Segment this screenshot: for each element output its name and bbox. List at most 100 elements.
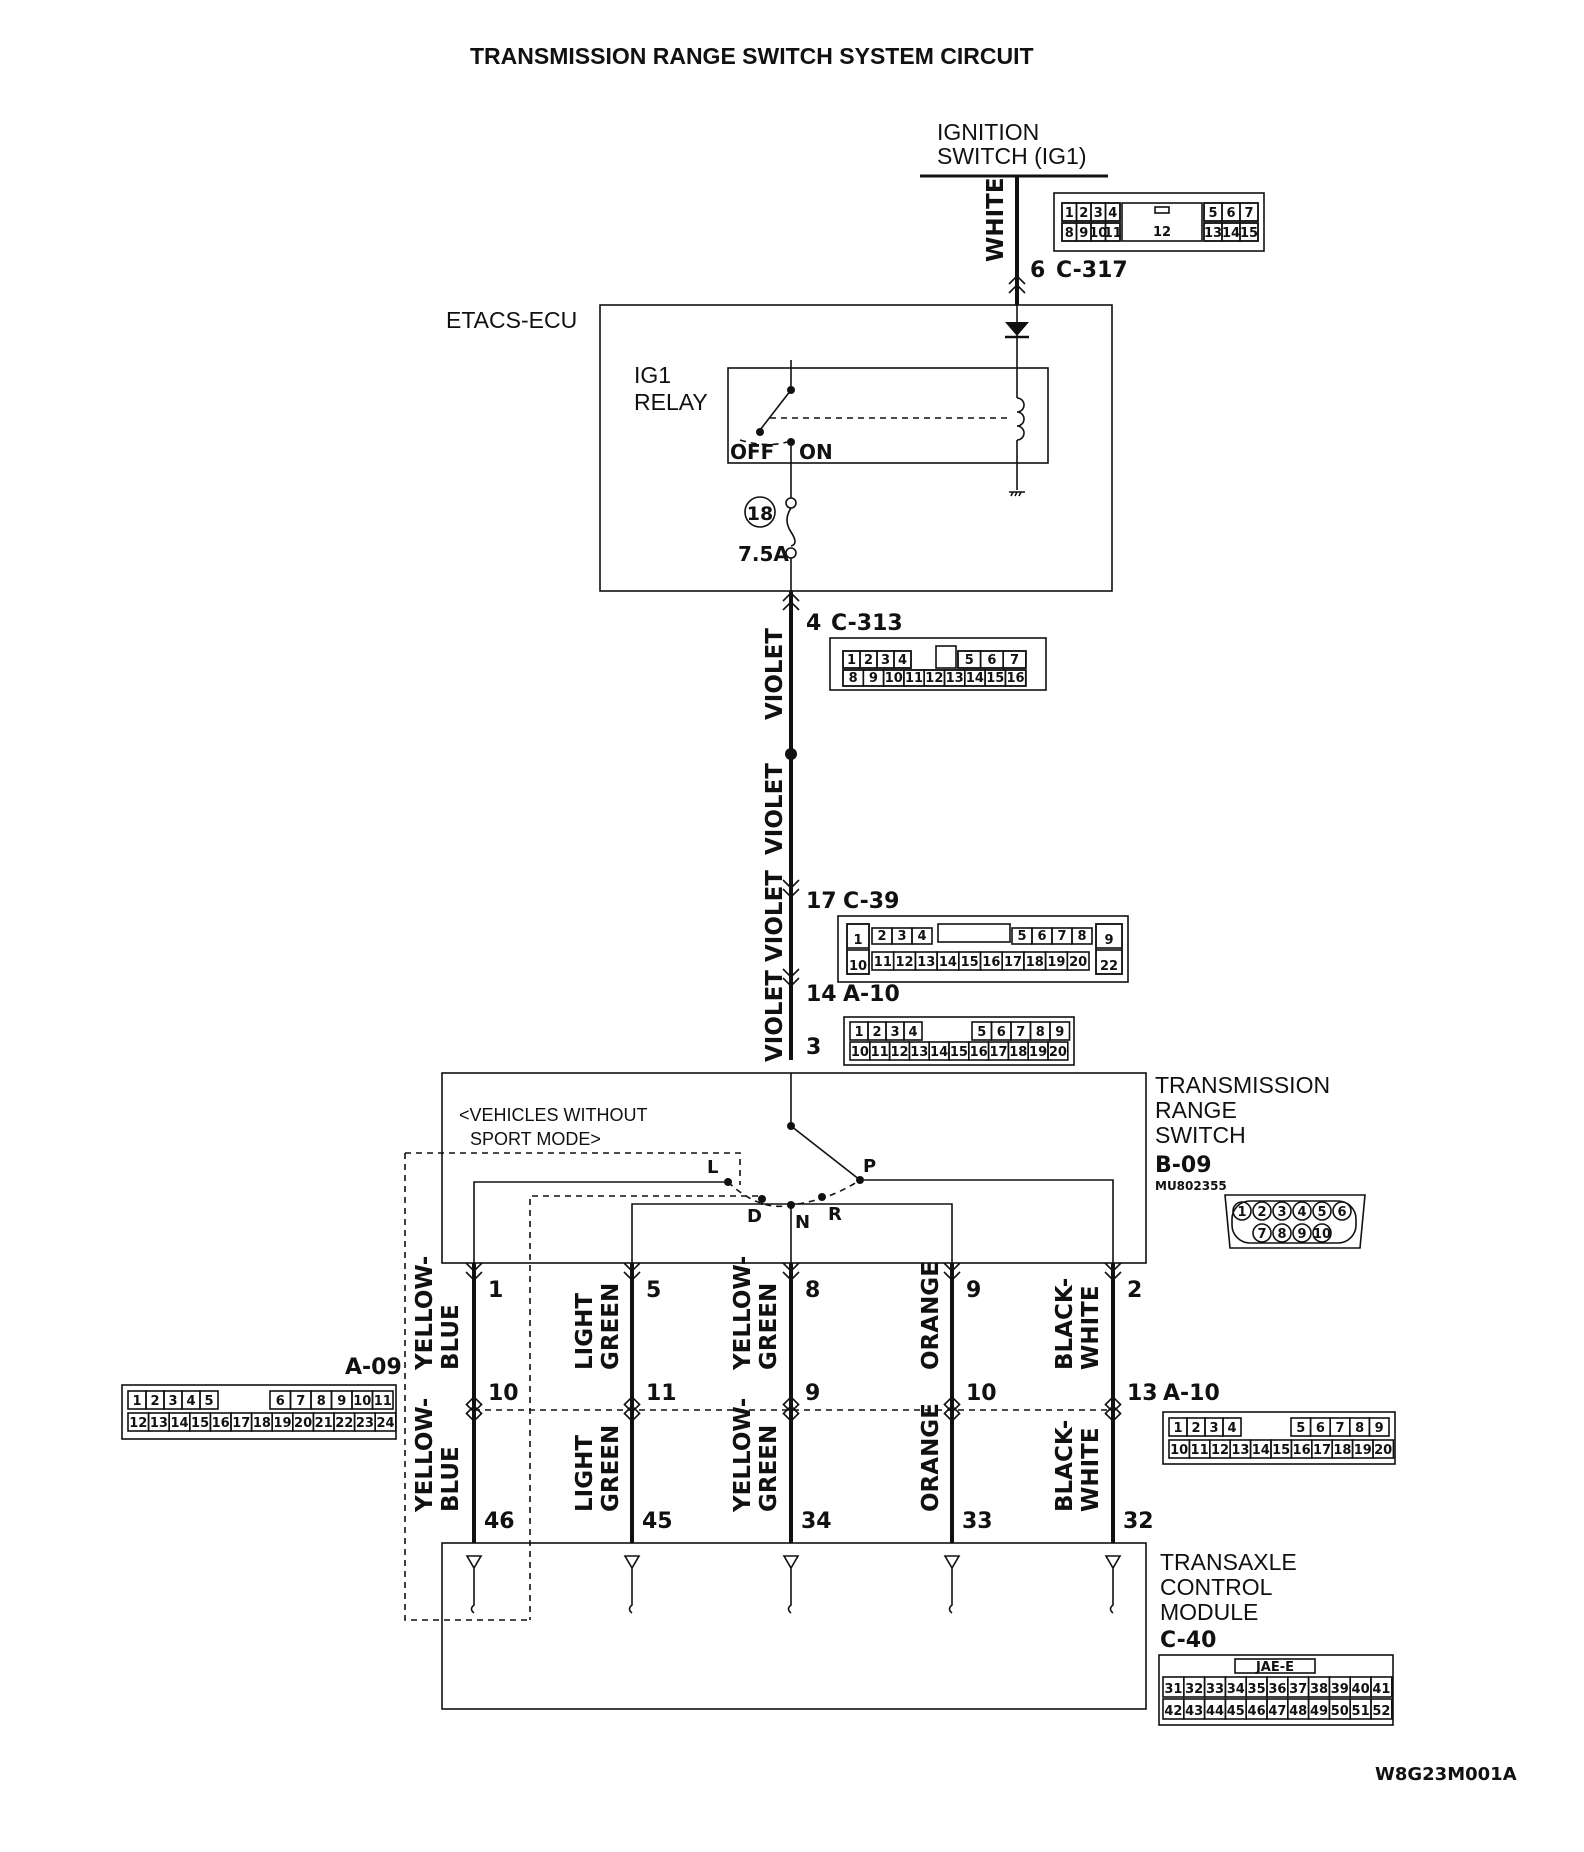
b09-bottom-pin-circle <box>1312 1223 1332 1243</box>
c313-bottom-cell: 16 <box>1007 671 1025 686</box>
tcm-connector: C-40 <box>1160 1628 1216 1653</box>
figure-code: W8G23M001A <box>1375 1764 1517 1785</box>
c317-bottom-cell: 15 <box>1240 226 1258 241</box>
connector-terminal-mark <box>943 1395 961 1415</box>
relay-on-label: ON <box>799 440 833 464</box>
c313-top-cell: 7 <box>1010 653 1019 668</box>
tcm-pin-46: 46 <box>484 1509 515 1534</box>
c317-top-cell: 2 <box>1079 206 1088 221</box>
c39-top-cell-box <box>1095 923 1123 949</box>
trs-pos-d: D <box>747 1206 762 1227</box>
tcm-box <box>441 1542 1147 1710</box>
a10-mid-top-cell: 6 <box>1316 1421 1325 1436</box>
a09-bottom-cell: 12 <box>129 1416 147 1431</box>
violet-label-4: VIOLET <box>762 970 788 1062</box>
c317-top-cell: 5 <box>1208 206 1217 221</box>
c39-bottom-cell-box <box>1095 949 1123 975</box>
violet-label-1: VIOLET <box>762 628 788 720</box>
trs-input-pin: 3 <box>806 1035 821 1060</box>
c39-bottom-cell: 18 <box>1026 955 1044 970</box>
connector-terminal-mark <box>465 1403 483 1423</box>
c39-bottom-cell: 22 <box>1100 959 1118 974</box>
connector-terminal-mark <box>943 1262 961 1282</box>
trs-note-1: <VEHICLES WITHOUT <box>459 1105 648 1125</box>
c317-bottom-cell: 14 <box>1222 226 1240 241</box>
a10-top-top-cell: 2 <box>872 1025 881 1040</box>
b09-top-pin-circle <box>1272 1201 1292 1221</box>
a10-mid-bottom-cell: 17 <box>1313 1443 1331 1458</box>
c317-top-cell: 3 <box>1094 206 1103 221</box>
c39-bottom-cell: 16 <box>982 955 1000 970</box>
wire-label-lg-4: GREEN <box>598 1425 624 1512</box>
c317-top-cell: 1 <box>1065 206 1074 221</box>
a10-mid-bottom-cell: 18 <box>1333 1443 1351 1458</box>
relay-on-contact <box>787 438 795 446</box>
c40-top-cell: 32 <box>1185 1682 1203 1697</box>
a10-mid-top-cell: 1 <box>1173 1421 1182 1436</box>
b09-top-pin: 2 <box>1257 1205 1266 1220</box>
wire-label-lg-2: GREEN <box>598 1283 624 1370</box>
b09-top-pin-circle <box>1252 1201 1272 1221</box>
c40-bottom-cell: 47 <box>1268 1704 1286 1719</box>
connector-terminal-mark <box>1104 1403 1122 1423</box>
tcm-connector-face <box>1158 1654 1394 1726</box>
fuse-element <box>786 507 796 547</box>
trs-contact-d <box>758 1195 766 1203</box>
wire-label-yb-2: BLUE <box>438 1304 464 1370</box>
c317-connector-face: 12 <box>1053 192 1265 252</box>
c317-connector-mark <box>1008 274 1026 294</box>
sport-mode-dashed-outline <box>404 1152 741 1621</box>
a10-top-top-cell-box <box>903 1021 923 1041</box>
a10-top-bottom-cell: 12 <box>890 1045 908 1060</box>
c40-top-cell: 39 <box>1331 1682 1349 1697</box>
a10-top-bottom-cell: 10 <box>851 1045 869 1060</box>
c40-bottom-cell: 45 <box>1227 1704 1245 1719</box>
c313-connector-mark <box>782 591 800 611</box>
c40-top-cell: 36 <box>1268 1682 1286 1697</box>
wire-label-lg-3: LIGHT <box>572 1435 598 1512</box>
tcm-input-terminal <box>1104 1555 1122 1614</box>
c39-bottom-cell: 15 <box>961 955 979 970</box>
a10-mid-top-cell: 2 <box>1191 1421 1200 1436</box>
fuse-number-circle <box>744 496 776 528</box>
trs-pin-2: 2 <box>1127 1278 1142 1303</box>
c39-top-cell: 8 <box>1077 929 1086 944</box>
b09-bottom-pin: 9 <box>1297 1227 1306 1242</box>
b09-top-pin: 4 <box>1297 1205 1306 1220</box>
tcm-input-terminal <box>465 1555 483 1614</box>
a10-mid-top-cell: 7 <box>1335 1421 1344 1436</box>
a09-bottom-cell: 13 <box>150 1416 168 1431</box>
wire-label-yg-3: YELLOW- <box>730 1398 756 1513</box>
a10-mid-top-cell: 8 <box>1355 1421 1364 1436</box>
trs-label-2: RANGE <box>1155 1097 1237 1123</box>
trs-d-wire <box>529 1195 758 1620</box>
c40-top-cell: 31 <box>1164 1682 1182 1697</box>
c40-top-cell: 40 <box>1352 1682 1370 1697</box>
a10-mid-bottom-cell: 13 <box>1231 1443 1249 1458</box>
relay-off-label: OFF <box>730 440 774 464</box>
c40-top-cell: 38 <box>1310 1682 1328 1697</box>
c313-bottom-cell: 9 <box>869 671 878 686</box>
a09-connector-face <box>121 1384 397 1440</box>
c40-bottom-cell: 52 <box>1372 1704 1390 1719</box>
wire-label-bw-4: WHITE <box>1078 1427 1104 1512</box>
c40-bottom-cell-box <box>1370 1698 1393 1720</box>
a10-mid-top-cell: 9 <box>1375 1421 1384 1436</box>
b09-bottom-pin-circle <box>1272 1223 1292 1243</box>
c39-bottom-cell: 17 <box>1004 955 1022 970</box>
c39-top-cell: 3 <box>897 929 906 944</box>
tcm-connector-key <box>1234 1658 1316 1674</box>
c313-label: C-313 <box>831 611 903 636</box>
c40-bottom-cell: 51 <box>1352 1704 1370 1719</box>
a10-top-label: A-10 <box>843 982 900 1007</box>
a10-mid-connector-face <box>1162 1411 1396 1465</box>
a10-mid-bottom-cell-box <box>1372 1439 1395 1459</box>
a10-mid-bottom-cell: 20 <box>1374 1443 1392 1458</box>
a10-mid-bottom-cell: 10 <box>1170 1443 1188 1458</box>
c313-top-cell: 3 <box>881 653 890 668</box>
c39-top-cell: 2 <box>877 929 886 944</box>
a10-mid-top-cell-box <box>1222 1417 1242 1437</box>
a09-top-cell: 4 <box>186 1394 195 1409</box>
